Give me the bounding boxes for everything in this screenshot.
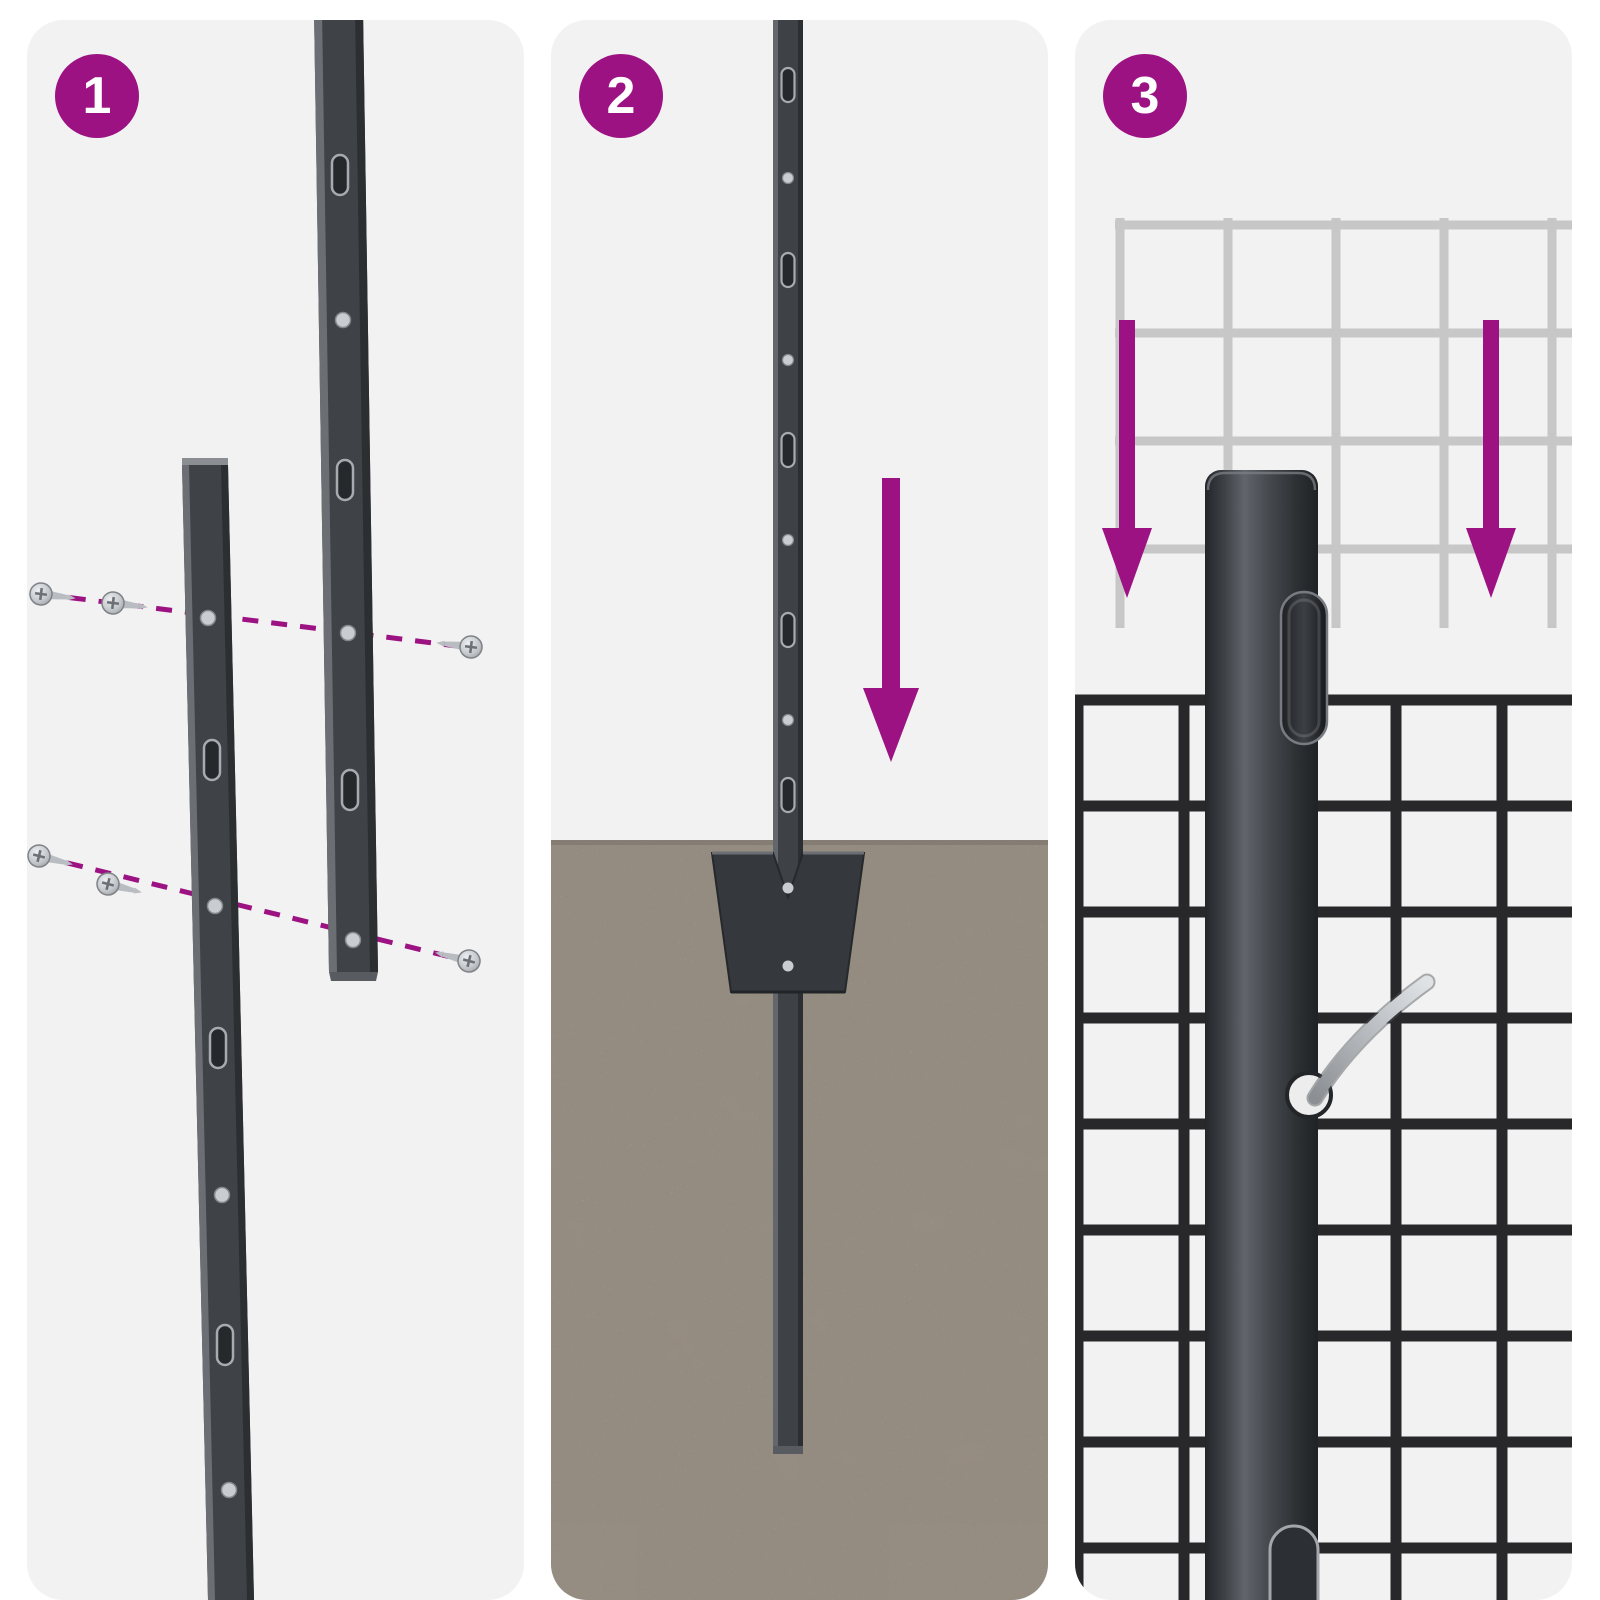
screw-icon	[27, 841, 77, 877]
anchor-plate	[710, 851, 866, 994]
fence-post	[1205, 470, 1318, 1600]
screw-icon	[99, 589, 151, 620]
step-1-illustration	[27, 20, 485, 1600]
screw-icon	[433, 630, 485, 661]
u-post	[773, 20, 803, 1454]
post-rear	[314, 20, 378, 981]
step-3-illustration	[1075, 218, 1572, 1600]
wire-clip	[1285, 973, 1436, 1119]
hook-tab-bottom	[1268, 1524, 1320, 1600]
screw-icon	[93, 869, 146, 905]
screw-icon	[27, 580, 79, 611]
mesh-panel-front	[1075, 694, 1572, 1600]
screw-icon	[431, 940, 484, 976]
step-number: 2	[606, 67, 636, 125]
step-number: 3	[1130, 67, 1160, 125]
step-2-illustration	[551, 20, 1048, 1600]
step-panel-3: 3	[1075, 20, 1572, 1600]
step-number-badge: 3	[1103, 54, 1187, 138]
step-number-badge: 1	[55, 54, 139, 138]
step-number: 1	[82, 67, 112, 125]
post-front	[182, 458, 254, 1600]
step-panel-1: 1	[27, 20, 524, 1600]
step-number-badge: 2	[579, 54, 663, 138]
screw-alignment-dashed-lines	[38, 591, 474, 965]
down-arrow-icon	[863, 478, 919, 762]
mesh-panel-back	[1115, 218, 1572, 628]
step-panel-2: 2	[551, 20, 1048, 1600]
hook-tab-top	[1279, 590, 1329, 746]
down-arrow-right-icon	[1466, 320, 1516, 598]
screws	[27, 580, 485, 976]
down-arrow-left-icon	[1102, 320, 1152, 598]
